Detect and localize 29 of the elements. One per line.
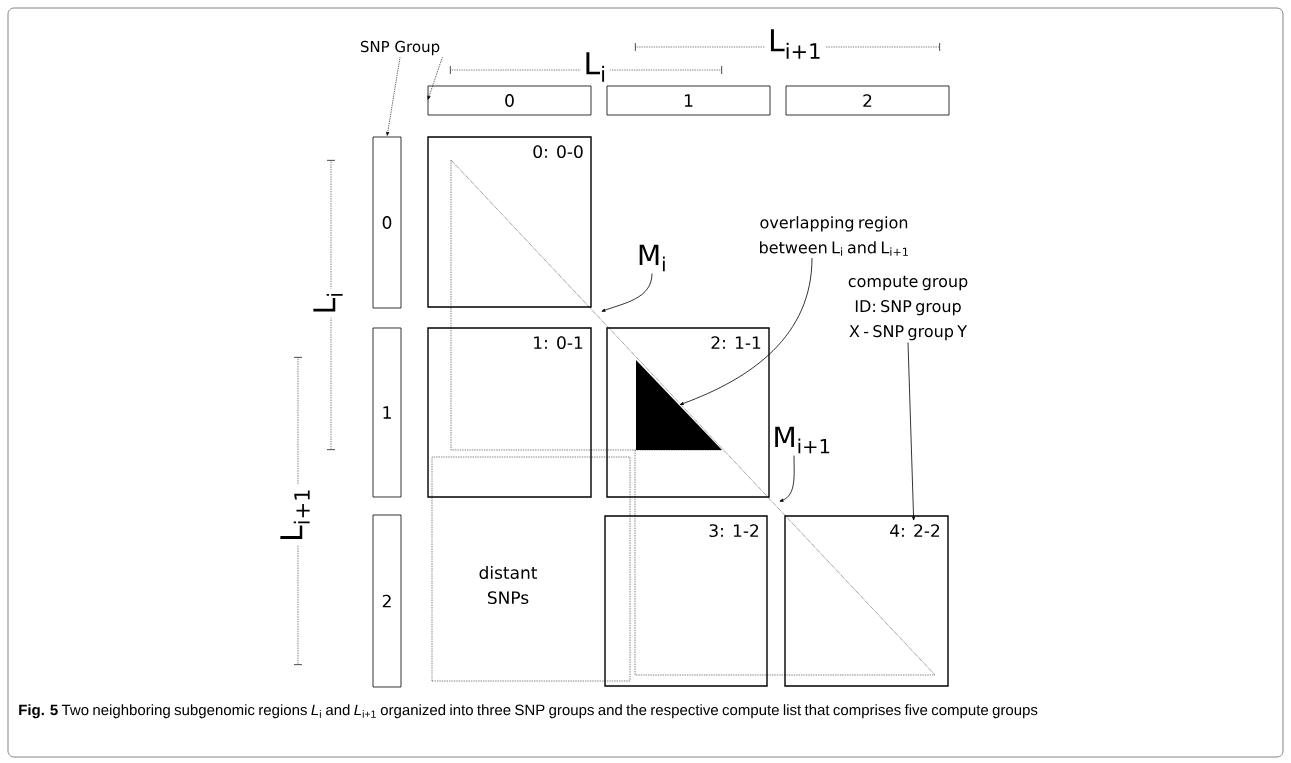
compute-group-box: 3: 1-2 bbox=[604, 515, 768, 687]
snp-group-box: 1 bbox=[606, 85, 771, 116]
leader-line bbox=[601, 273, 653, 312]
region-label: L$_{i+1}$ bbox=[277, 485, 313, 545]
snp-group-box: 1 bbox=[372, 327, 402, 498]
leader-line bbox=[779, 455, 795, 502]
compute-group-box: 4: 2-2 bbox=[784, 515, 949, 687]
figure-caption: Fig. 5 Two neighboring subgenomic regions L$_{i}$ and L$_{i+1}$ organized into three SNP groups and the respective compute list that comprises five compute groups bbox=[19, 704, 1038, 719]
compute-group-box: 2: 1-1 bbox=[606, 327, 770, 498]
annotation-text: overlapping region between L$_{i}$ and L$_{i+1}$ bbox=[760, 216, 908, 256]
snp-group-box: 2 bbox=[785, 85, 950, 116]
region-label: L$_{i}$ bbox=[310, 288, 346, 318]
annotation-text: M$_{i+1}$ bbox=[775, 426, 830, 454]
snp-group-box: 0 bbox=[427, 85, 592, 116]
leader-line bbox=[386, 56, 401, 136]
compute-group-box: 1: 0-1 bbox=[427, 327, 592, 498]
annotation-text: compute group ID: SNP group X - SNP group Y bbox=[848, 275, 968, 341]
annotation-text: M$_{i}$ bbox=[639, 244, 665, 272]
region-label: L$_{i+1}$ bbox=[765, 26, 825, 62]
leader-line bbox=[427, 56, 443, 100]
distant-region-box: distant SNPs bbox=[431, 456, 631, 682]
snp-group-box: 2 bbox=[372, 514, 402, 688]
compute-group-box: 0: 0-0 bbox=[427, 136, 592, 308]
leader-line bbox=[907, 342, 916, 521]
region-label: L$_{i}$ bbox=[580, 49, 610, 85]
annotation-text: SNP Group bbox=[360, 40, 440, 56]
snp-group-box: 0 bbox=[372, 136, 402, 309]
overlap-triangle bbox=[636, 360, 722, 450]
leader-line bbox=[679, 257, 813, 405]
